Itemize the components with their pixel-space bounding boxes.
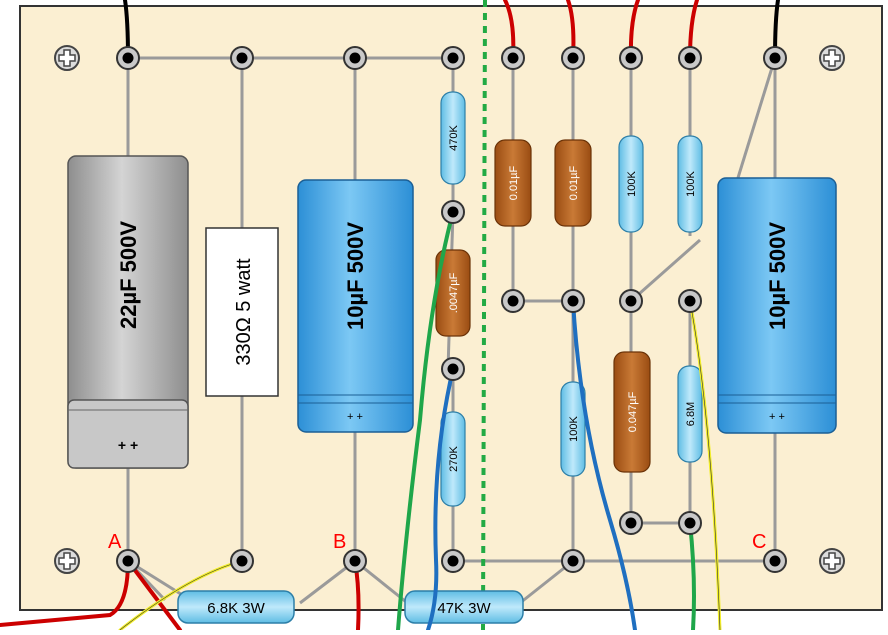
resistor-100k-b-label: 100K <box>626 170 638 196</box>
turret-terminal <box>619 46 643 70</box>
capacitor-10uf-right: 10µF 500V + + <box>717 177 837 434</box>
turret-terminal <box>678 289 702 313</box>
capacitor-0-01uf-a-label: 0.01µF <box>508 165 520 200</box>
resistor-100k-c: 100K <box>677 135 703 233</box>
turret-terminal <box>230 549 254 573</box>
resistor-270k: 270K <box>440 411 466 507</box>
turret-terminal <box>343 549 367 573</box>
chassis-divider-line <box>481 0 487 631</box>
resistor-470k: 470K <box>440 91 466 185</box>
turret-terminal <box>561 549 585 573</box>
turret-terminal <box>501 46 525 70</box>
phillips-screw-icon <box>819 548 845 574</box>
capacitor-10uf-right-label: 10µF 500V <box>765 222 790 330</box>
resistor-330-label: 330Ω 5 watt <box>233 258 255 366</box>
turret-terminal <box>678 511 702 535</box>
resistor-330-ohm-5w: 330Ω 5 watt <box>205 227 279 397</box>
resistor-6-8m: 6.8M <box>677 365 703 463</box>
turret-terminal <box>561 289 585 313</box>
capacitor-22uf-polarity: + + <box>118 437 138 453</box>
turret-terminal <box>619 289 643 313</box>
capacitor-22uf: 22µF 500V + + <box>67 155 189 469</box>
turret-terminal <box>441 200 465 224</box>
capacitor-0-01uf-a: 0.01µF <box>494 139 532 227</box>
capacitor-0047uf: .0047µF <box>435 249 471 337</box>
turret-terminal <box>619 511 643 535</box>
node-label-c: C <box>752 531 766 553</box>
capacitor-0-047uf-label: 0.047µF <box>627 391 639 432</box>
capacitor-0047uf-label: .0047µF <box>448 272 460 313</box>
capacitor-10uf-right-polarity: + + <box>769 411 785 423</box>
turret-terminals <box>116 46 787 573</box>
resistor-6-8m-label: 6.8M <box>685 402 697 426</box>
resistor-6-8k-3w: 6.8K 3W <box>177 590 295 624</box>
turret-terminal <box>763 549 787 573</box>
turret-terminal <box>678 46 702 70</box>
resistor-100k-c-label: 100K <box>685 170 697 196</box>
resistor-470k-label: 470K <box>448 124 460 150</box>
resistor-47k-3w: 47K 3W <box>404 590 524 624</box>
capacitor-10uf-left-polarity: + + <box>347 411 363 423</box>
turret-terminal <box>230 46 254 70</box>
capacitor-0-047uf: 0.047µF <box>613 351 651 473</box>
external-wires <box>0 0 780 632</box>
resistor-100k-b: 100K <box>618 135 644 233</box>
resistor-47k-3w-label: 47K 3W <box>437 600 491 617</box>
phillips-screw-icon <box>54 548 80 574</box>
turret-terminal <box>116 549 140 573</box>
resistor-270k-label: 270K <box>448 445 460 471</box>
turret-terminal <box>501 289 525 313</box>
turret-terminal <box>441 46 465 70</box>
capacitor-10uf-left: 10µF 500V + + <box>297 179 414 433</box>
turret-terminal <box>441 549 465 573</box>
resistor-100k-a-label: 100K <box>568 415 580 441</box>
turret-terminal <box>763 46 787 70</box>
phillips-screw-icon <box>819 45 845 71</box>
capacitor-10uf-left-label: 10µF 500V <box>343 222 368 330</box>
resistor-6-8k-3w-label: 6.8K 3W <box>207 600 265 617</box>
capacitor-22uf-label: 22µF 500V <box>116 221 141 329</box>
resistor-100k-a: 100K <box>560 381 586 477</box>
capacitor-0-01uf-b: 0.01µF <box>554 139 592 227</box>
node-label-a: A <box>108 531 122 553</box>
capacitor-0-01uf-b-label: 0.01µF <box>568 165 580 200</box>
phillips-screw-icon <box>54 45 80 71</box>
turret-terminal <box>441 357 465 381</box>
turret-terminal <box>343 46 367 70</box>
turret-terminal <box>561 46 585 70</box>
node-label-b: B <box>333 531 346 553</box>
turret-terminal <box>116 46 140 70</box>
